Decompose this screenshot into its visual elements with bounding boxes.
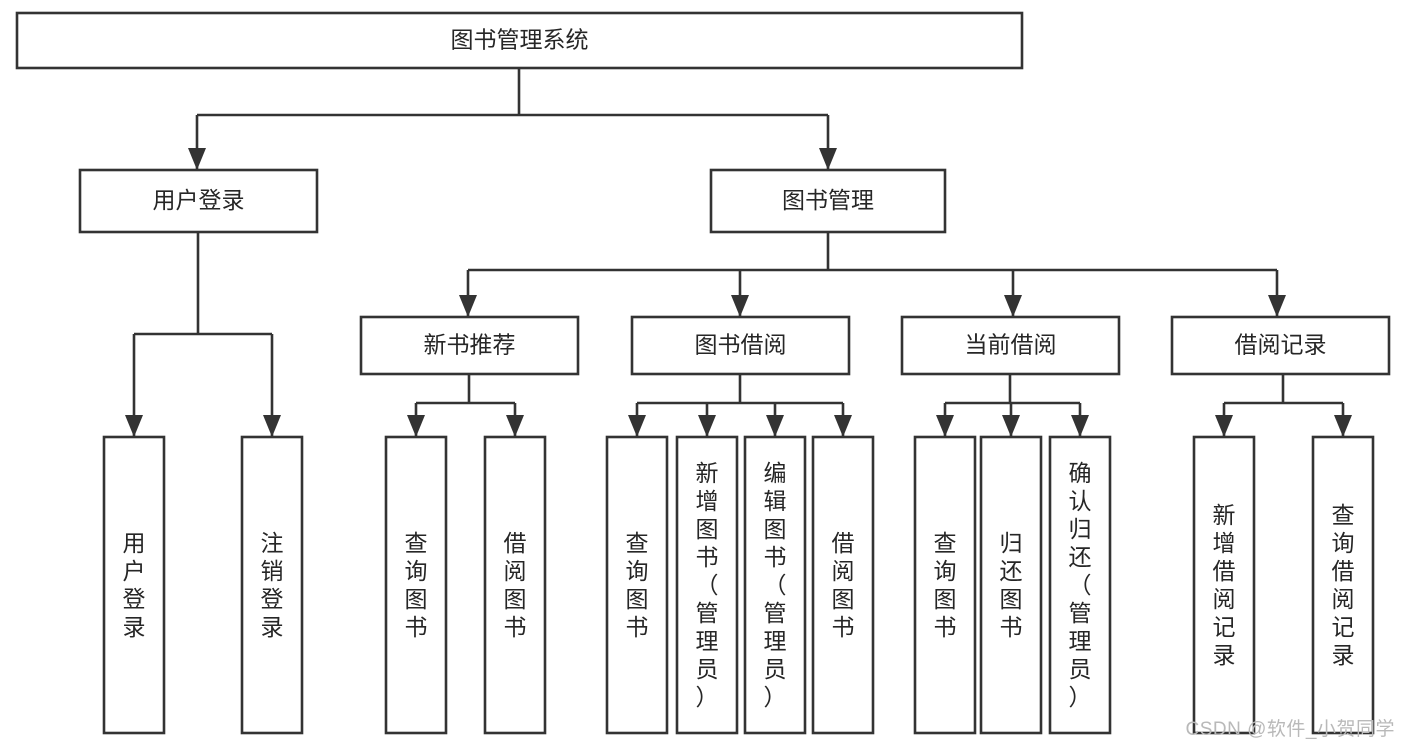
node-leaf-add-book[interactable]: 新增图书（管理员） (675, 435, 739, 735)
node-label: 借阅图书 (832, 530, 855, 640)
node-label: 新书推荐 (424, 332, 516, 358)
node-leaf-add-record[interactable]: 新增借阅记录 (1192, 435, 1256, 735)
node-label: 当前借阅 (965, 332, 1057, 358)
node-label: 借阅记录 (1235, 332, 1327, 358)
node-leaf-logout-login[interactable]: 注销登录 (240, 435, 304, 735)
node-label: 新增借阅记录 (1213, 502, 1236, 668)
node-leaf-user-login[interactable]: 用户登录 (102, 435, 166, 735)
node-borrow-record[interactable]: 借阅记录 (1170, 315, 1391, 376)
node-label: 查询图书 (934, 530, 957, 640)
node-leaf-confirm-return[interactable]: 确认归还（管理员） (1048, 435, 1112, 735)
node-book-manage[interactable]: 图书管理 (709, 168, 947, 234)
node-leaf-query-book-3[interactable]: 查询图书 (913, 435, 977, 735)
node-label: 图书借阅 (695, 332, 787, 358)
node-label: 新增图书（管理员） (696, 460, 719, 710)
node-label: 编辑图书（管理员） (764, 460, 787, 710)
node-label: 归还图书 (1000, 530, 1023, 640)
connector-borrow-record-to-leaves (1215, 374, 1352, 437)
node-leaf-query-record[interactable]: 查询借阅记录 (1311, 435, 1375, 735)
node-leaf-borrow-book-2[interactable]: 借阅图书 (811, 435, 875, 735)
node-label: 借阅图书 (504, 530, 527, 640)
connector-user-login-to-leaves (125, 232, 281, 437)
watermark-text: CSDN @软件_小贺同学 (1185, 719, 1395, 740)
node-book-borrow[interactable]: 图书借阅 (630, 315, 851, 376)
node-leaf-edit-book[interactable]: 编辑图书（管理员） (743, 435, 807, 735)
node-user-login[interactable]: 用户登录 (78, 168, 319, 234)
connector-book-borrow-to-leaves (628, 374, 852, 437)
node-label: 查询借阅记录 (1332, 502, 1355, 668)
node-leaf-query-book-2[interactable]: 查询图书 (605, 435, 669, 735)
node-label: 用户登录 (153, 187, 245, 213)
connector-root-to-level2 (188, 68, 837, 170)
node-label: 图书管理 (782, 187, 874, 213)
node-leaf-borrow-book-1[interactable]: 借阅图书 (483, 435, 547, 735)
node-label: 用户登录 (123, 530, 146, 640)
node-label: 查询图书 (626, 530, 649, 640)
node-root-system[interactable]: 图书管理系统 (15, 11, 1024, 70)
connector-layer (125, 68, 1352, 437)
connector-new-book-to-leaves (407, 374, 524, 437)
node-layer: 图书管理系统用户登录图书管理新书推荐图书借阅当前借阅借阅记录用户登录注销登录查询… (15, 11, 1391, 735)
node-label: 查询图书 (405, 530, 428, 640)
node-label: 确认归还（管理员） (1069, 460, 1092, 710)
node-leaf-return-book[interactable]: 归还图书 (979, 435, 1043, 735)
node-label: 注销登录 (261, 530, 284, 640)
node-label: 图书管理系统 (451, 27, 589, 53)
node-current-borrow[interactable]: 当前借阅 (900, 315, 1121, 376)
node-leaf-query-book-1[interactable]: 查询图书 (384, 435, 448, 735)
connector-current-borrow-to-leaves (936, 374, 1089, 437)
node-new-book-recommend[interactable]: 新书推荐 (359, 315, 580, 376)
connector-book-manage-to-level3 (459, 232, 1286, 317)
